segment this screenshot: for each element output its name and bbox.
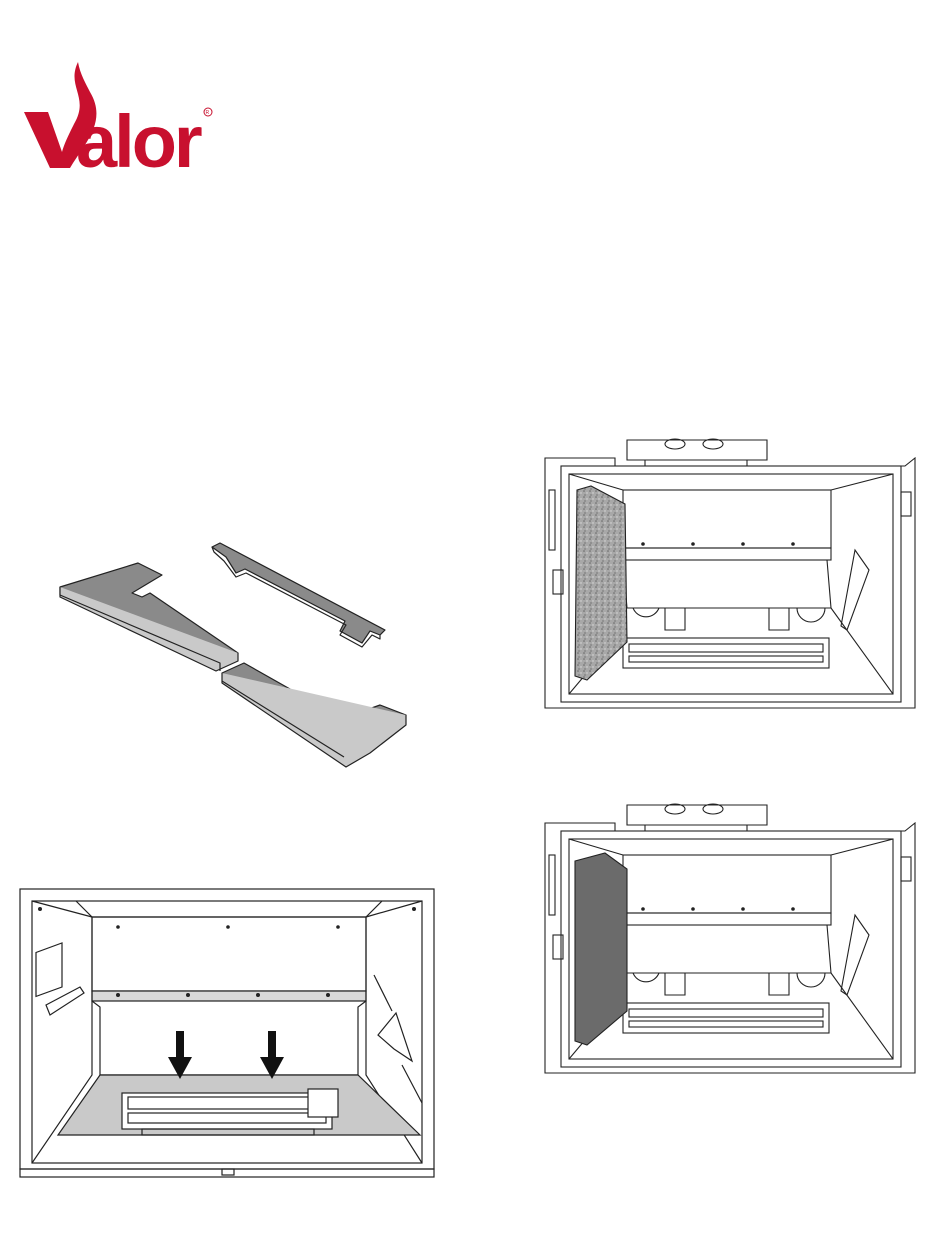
firebox-solid-side-panel-drawing — [535, 795, 930, 1085]
brick-surround-pieces-drawing — [40, 535, 440, 795]
firebox-front-view-drawing — [18, 885, 443, 1185]
svg-text:R: R — [206, 110, 210, 116]
firebox-textured-side-panel-drawing — [535, 430, 930, 720]
svg-text:alor: alor — [76, 100, 202, 180]
valor-logo: alor R — [18, 52, 218, 180]
